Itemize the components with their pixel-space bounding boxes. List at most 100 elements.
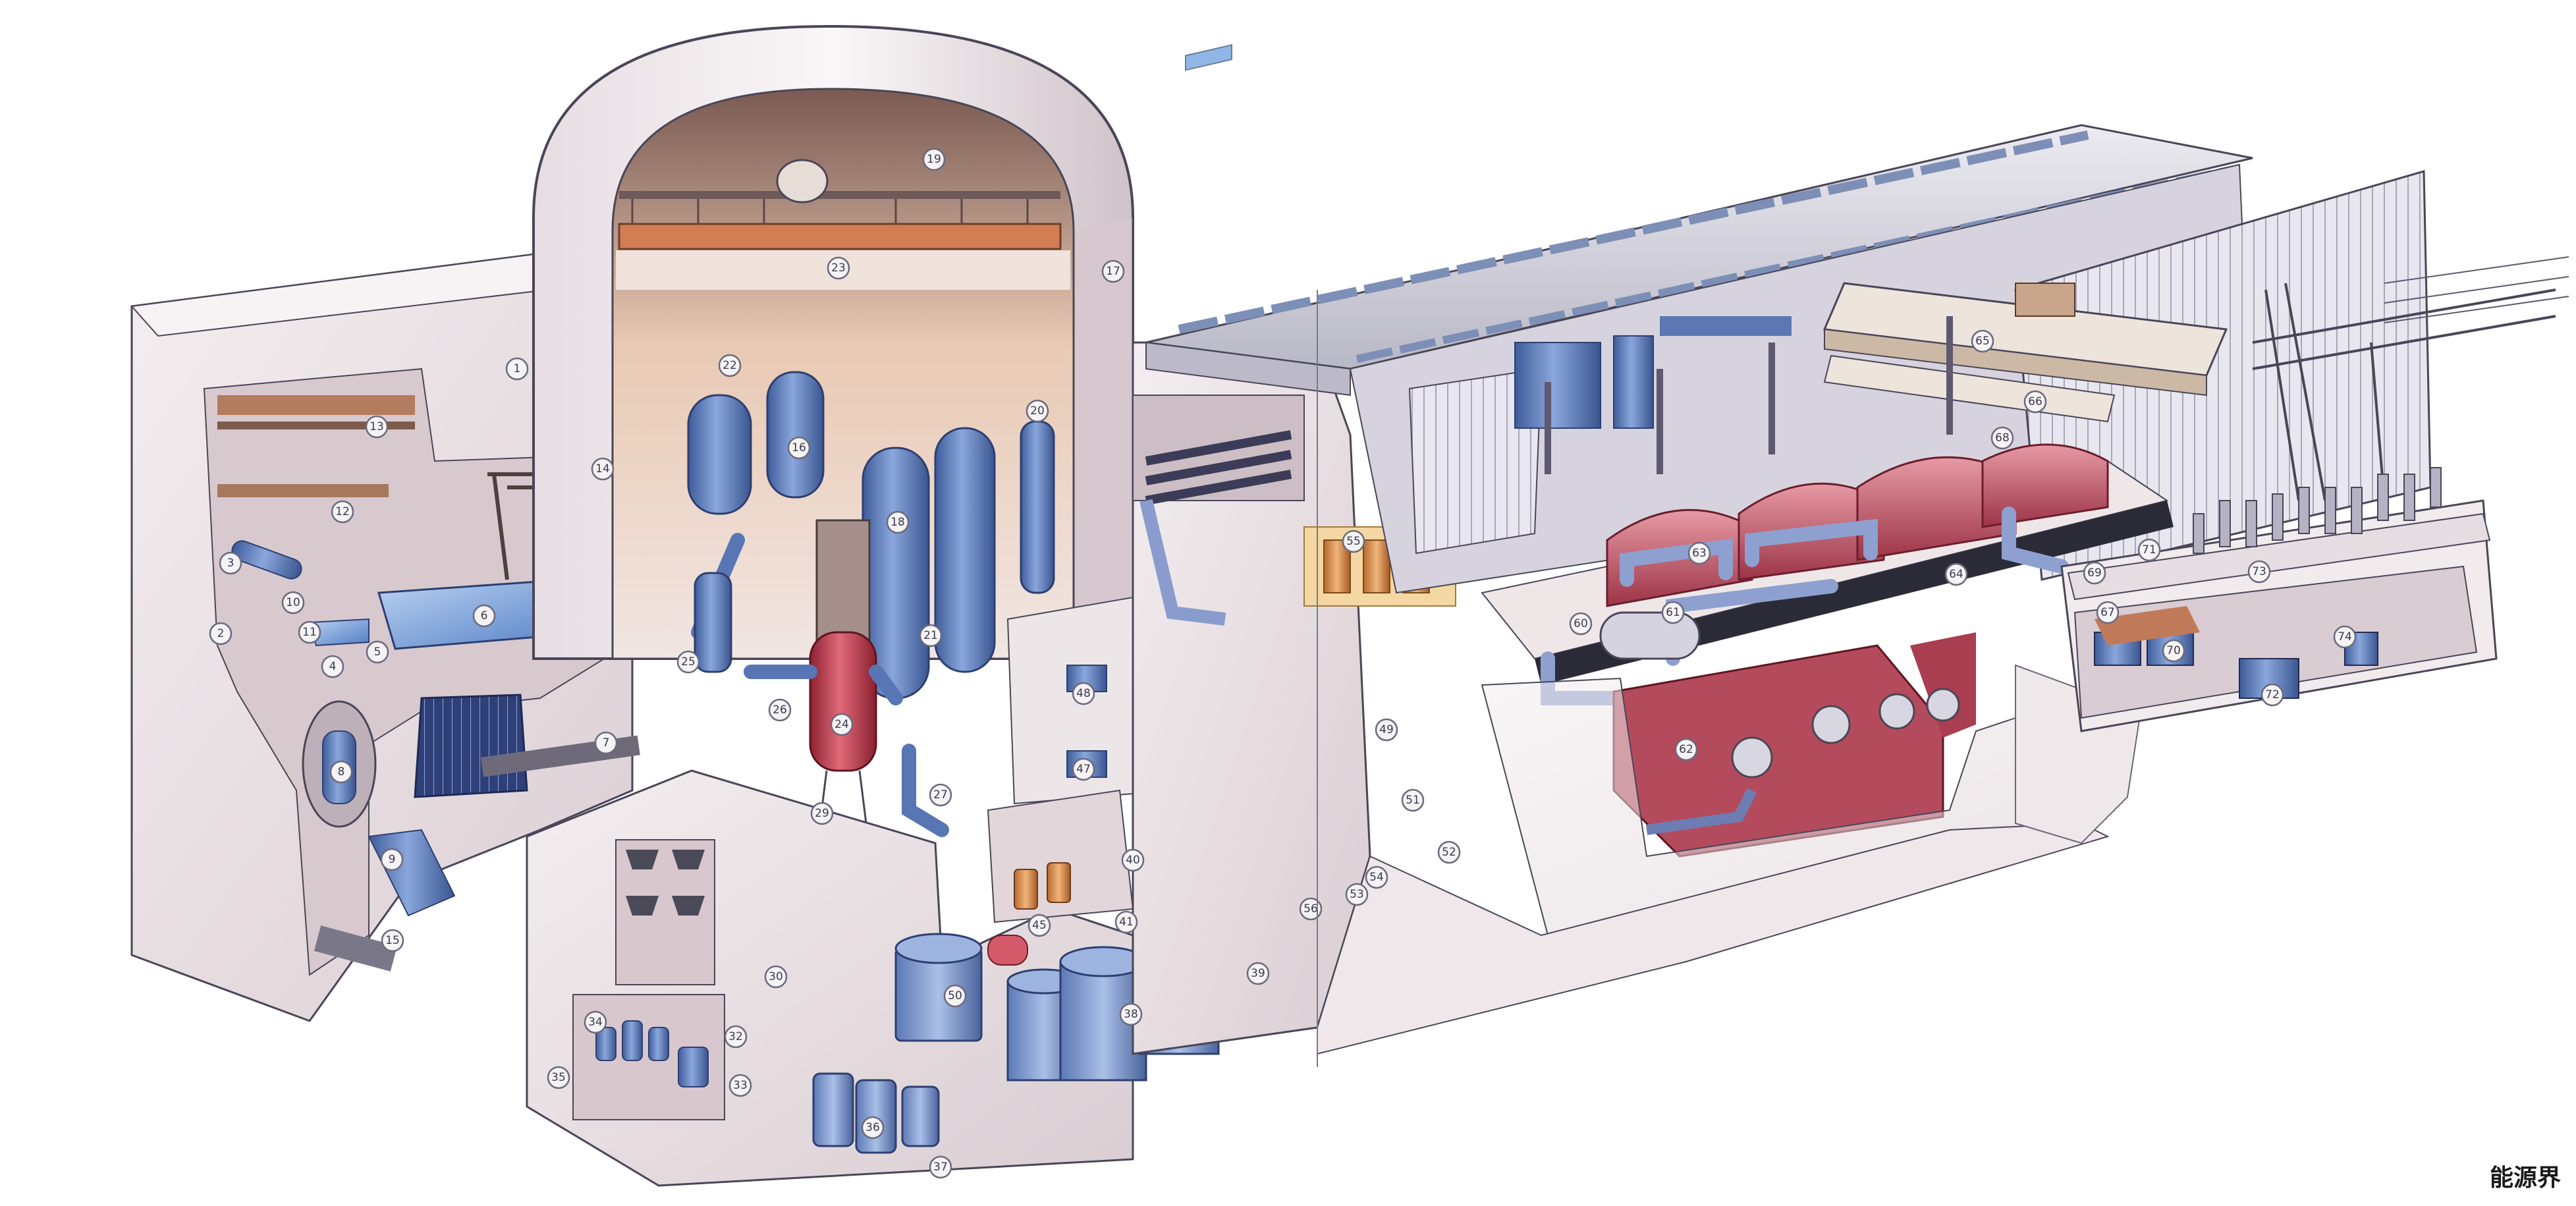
callout-circle bbox=[1365, 865, 1388, 889]
callout-label: 17 bbox=[1106, 265, 1120, 278]
callout-circle bbox=[1114, 910, 1138, 934]
callout-circle bbox=[1342, 530, 1365, 553]
callout-circle bbox=[329, 760, 353, 784]
callout-label: 50 bbox=[948, 989, 962, 1002]
callout-label: 60 bbox=[1574, 617, 1588, 630]
callout-label: 8 bbox=[338, 765, 345, 779]
callout-circle bbox=[2083, 561, 2106, 585]
callout-6: 6 bbox=[472, 604, 496, 628]
callout-circle bbox=[472, 604, 496, 628]
callout-circle bbox=[381, 929, 404, 952]
callout-circle bbox=[594, 731, 618, 755]
callout-label: 7 bbox=[603, 736, 610, 750]
callout-circle bbox=[768, 698, 792, 722]
callout-label: 23 bbox=[831, 261, 846, 275]
callout-label: 55 bbox=[1346, 535, 1361, 548]
callout-label: 12 bbox=[335, 505, 350, 518]
callout-label: 48 bbox=[1076, 687, 1091, 700]
callout-68: 68 bbox=[1990, 426, 2014, 450]
callout-circle bbox=[922, 148, 946, 171]
callout-24: 24 bbox=[830, 713, 854, 736]
callout-19: 19 bbox=[922, 148, 946, 171]
callout-25: 25 bbox=[676, 650, 700, 674]
callout-circle bbox=[331, 500, 354, 524]
callout-circle bbox=[1687, 541, 1711, 565]
callout-26: 26 bbox=[768, 698, 792, 722]
callout-circle bbox=[1944, 562, 1968, 586]
callout-17: 17 bbox=[1101, 260, 1125, 283]
watermark: 能源界 bbox=[2490, 1165, 2561, 1192]
callout-label: 10 bbox=[286, 596, 300, 609]
callout-label: 5 bbox=[374, 645, 381, 659]
callout-label: 63 bbox=[1692, 547, 1707, 560]
callout-label: 33 bbox=[733, 1079, 748, 1092]
callout-circle bbox=[2247, 560, 2271, 584]
callout-61: 61 bbox=[1661, 601, 1685, 624]
callout-67: 67 bbox=[2096, 601, 2120, 624]
callout-66: 66 bbox=[2023, 390, 2047, 414]
callout-label: 65 bbox=[1975, 335, 1990, 348]
callout-circle bbox=[591, 457, 615, 481]
callout-circle bbox=[1121, 848, 1145, 872]
callout-1: 1 bbox=[505, 357, 529, 381]
callout-circle bbox=[1246, 962, 1270, 985]
callout-54: 54 bbox=[1365, 865, 1388, 889]
callout-label: 9 bbox=[389, 853, 396, 866]
callout-circle bbox=[1119, 1002, 1143, 1026]
callout-label: 74 bbox=[2338, 630, 2352, 644]
callout-label: 37 bbox=[933, 1161, 948, 1174]
callout-circle bbox=[2333, 625, 2357, 649]
callout-45: 45 bbox=[1028, 914, 1051, 937]
callout-label: 36 bbox=[865, 1121, 880, 1134]
callout-9: 9 bbox=[380, 848, 404, 871]
callout-label: 29 bbox=[815, 807, 829, 820]
callout-label: 19 bbox=[927, 153, 941, 166]
callout-label: 30 bbox=[769, 970, 783, 983]
callout-circle bbox=[1661, 601, 1685, 624]
callout-7: 7 bbox=[594, 731, 618, 755]
callout-69: 69 bbox=[2083, 561, 2106, 585]
callout-circle bbox=[724, 1025, 748, 1049]
callout-34: 34 bbox=[584, 1010, 607, 1034]
callout-circle bbox=[919, 624, 943, 647]
callout-label: 25 bbox=[681, 655, 696, 669]
callout-circle bbox=[2162, 639, 2185, 663]
callout-41: 41 bbox=[1114, 910, 1138, 934]
callout-circle bbox=[365, 415, 389, 439]
callout-20: 20 bbox=[1026, 399, 1049, 423]
callout-circle bbox=[1375, 718, 1398, 742]
callout-circle bbox=[886, 510, 910, 534]
callout-55: 55 bbox=[1342, 530, 1365, 553]
callout-35: 35 bbox=[547, 1066, 570, 1089]
callout-49: 49 bbox=[1375, 718, 1398, 742]
callout-circle bbox=[810, 802, 834, 825]
switchyard bbox=[2060, 256, 2569, 732]
callout-18: 18 bbox=[886, 510, 910, 534]
callout-39: 39 bbox=[1246, 962, 1270, 985]
callout-label: 72 bbox=[2265, 688, 2280, 701]
callout-label: 35 bbox=[551, 1071, 566, 1084]
callout-label: 71 bbox=[2142, 543, 2156, 557]
callout-32: 32 bbox=[724, 1025, 748, 1049]
callout-circle bbox=[1674, 738, 1698, 761]
callout-48: 48 bbox=[1072, 682, 1095, 705]
callout-label: 2 bbox=[217, 627, 225, 640]
callout-label: 27 bbox=[933, 788, 948, 802]
callout-73: 73 bbox=[2247, 560, 2271, 584]
callout-5: 5 bbox=[366, 640, 389, 664]
callout-27: 27 bbox=[929, 783, 952, 807]
callout-53: 53 bbox=[1345, 883, 1369, 906]
callout-label: 1 bbox=[514, 362, 521, 375]
callout-circle bbox=[2096, 601, 2120, 624]
callout-label: 52 bbox=[1442, 846, 1456, 859]
callout-10: 10 bbox=[281, 591, 305, 615]
callout-47: 47 bbox=[1072, 757, 1095, 781]
callout-circle bbox=[547, 1066, 570, 1089]
reactor-containment-building bbox=[532, 24, 1174, 837]
callout-22: 22 bbox=[718, 354, 742, 377]
callout-circle bbox=[1026, 399, 1049, 423]
callout-circle bbox=[676, 650, 700, 674]
callout-circle bbox=[366, 640, 389, 664]
callout-23: 23 bbox=[827, 256, 850, 280]
callout-circle bbox=[1101, 260, 1125, 283]
